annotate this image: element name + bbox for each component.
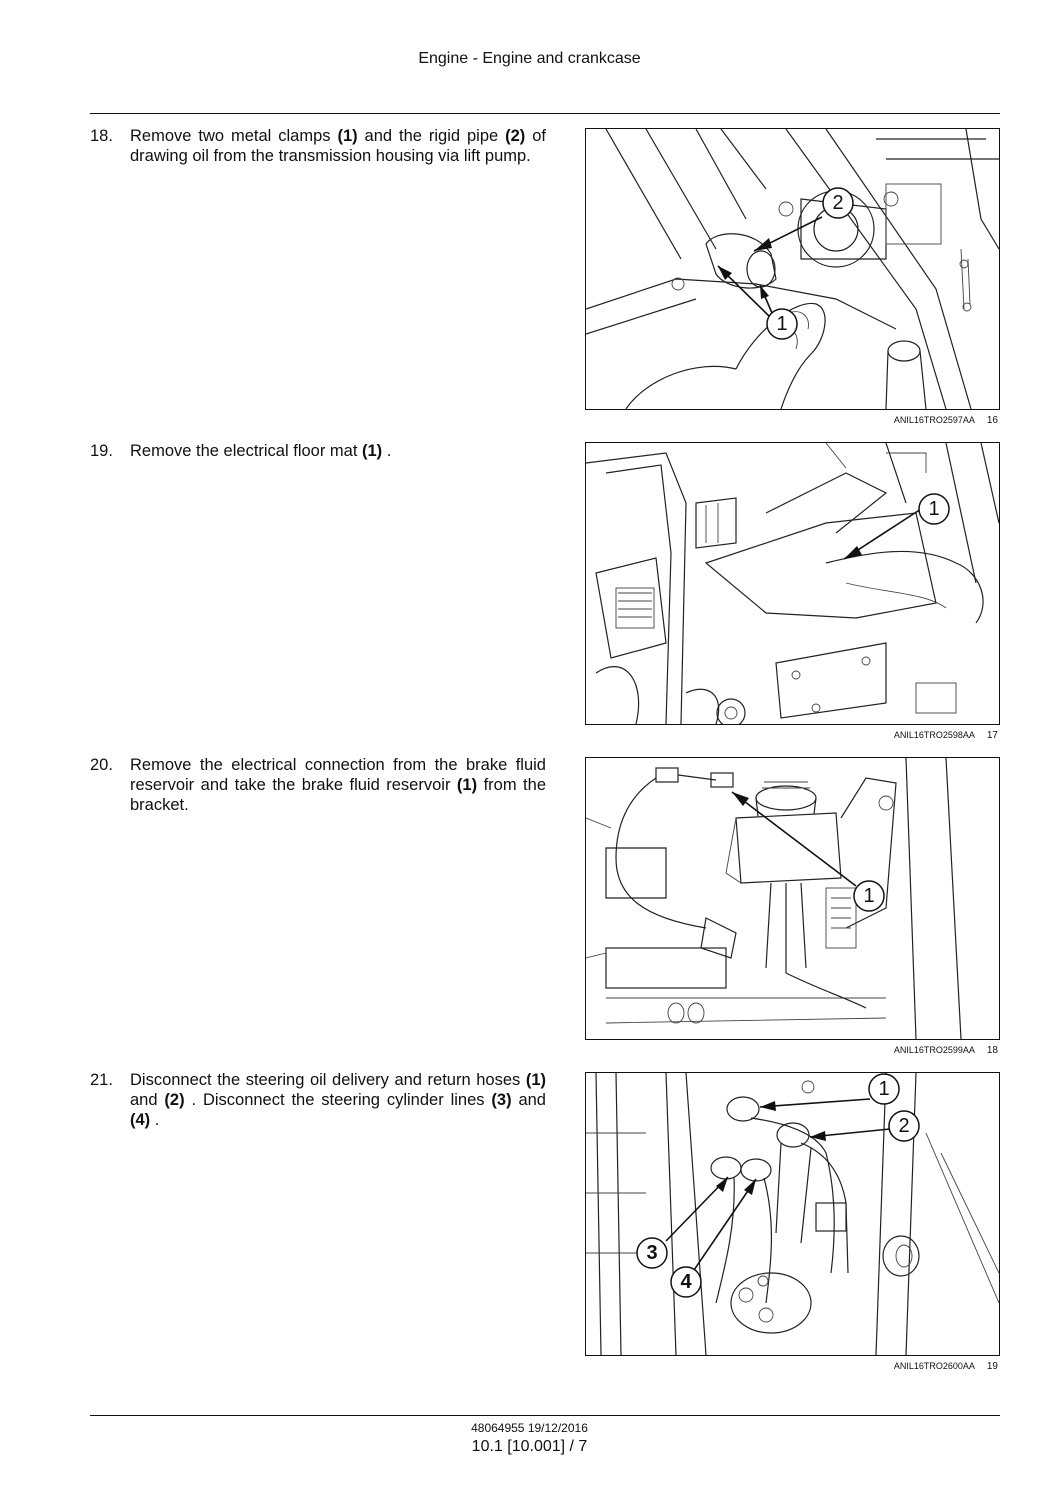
figure-code: ANIL16TRO2599AA — [893, 1045, 975, 1055]
figure-19-callout-4: 4 — [670, 1266, 702, 1298]
figure-code: ANIL16TRO2598AA — [893, 730, 975, 740]
figure-code: ANIL16TRO2597AA — [893, 415, 975, 425]
svg-text:1: 1 — [878, 1078, 889, 1100]
step-21: 21. Disconnect the steering oil delivery… — [90, 1070, 546, 1130]
step-18: 18. Remove two metal clamps (1) and the … — [90, 126, 546, 166]
page-header-title: Engine - Engine and crankcase — [418, 50, 641, 67]
figure-number: 18 — [986, 1045, 998, 1056]
header-rule — [90, 113, 1000, 114]
step-text: Disconnect the steering oil delivery and… — [130, 1071, 546, 1129]
svg-text:2: 2 — [898, 1115, 909, 1137]
figure-16-caption: ANIL16TRO2597AA 16 — [585, 415, 998, 426]
step-20: 20. Remove the electrical connection fro… — [90, 755, 546, 815]
figure-19-callout-2: 2 — [888, 1110, 920, 1142]
step-text: Remove the electrical connection from th… — [130, 756, 546, 814]
step-number: 19. — [90, 442, 113, 460]
step-text: Remove the electrical floor mat (1) . — [130, 442, 392, 460]
figure-18-callout-1: 1 — [853, 880, 885, 912]
figure-16-callout-2: 2 — [822, 187, 854, 219]
figure-19-callout-1: 1 — [868, 1073, 900, 1105]
step-text: Remove two metal clamps (1) and the rigi… — [130, 127, 546, 165]
figure-number: 17 — [986, 730, 998, 741]
step-number: 18. — [90, 127, 113, 145]
figure-code: ANIL16TRO2600AA — [893, 1361, 975, 1371]
step-19: 19. Remove the electrical floor mat (1) … — [90, 441, 546, 461]
figure-16-illustration: 2 1 — [585, 128, 1000, 410]
figure-number: 16 — [986, 415, 998, 426]
figure-17-caption: ANIL16TRO2598AA 17 — [585, 730, 998, 741]
figure-19-caption: ANIL16TRO2600AA 19 — [585, 1361, 998, 1372]
figure-19-callout-3: 3 — [636, 1237, 668, 1269]
svg-text:4: 4 — [680, 1271, 692, 1293]
figure-18-illustration: 1 — [585, 757, 1000, 1040]
svg-text:2: 2 — [832, 192, 843, 214]
figure-18-caption: ANIL16TRO2599AA 18 — [585, 1045, 998, 1056]
footer-page-ref: 10.1 [10.001] / 7 — [471, 1438, 588, 1455]
figure-16-callout-1: 1 — [766, 308, 798, 340]
step-number: 21. — [90, 1071, 113, 1089]
figure-number: 19 — [986, 1361, 998, 1372]
step-number: 20. — [90, 756, 113, 774]
svg-text:1: 1 — [928, 498, 939, 520]
figure-17-illustration: 1 — [585, 442, 1000, 725]
footer-doc-ref: 48064955 19/12/2016 — [471, 1421, 588, 1435]
svg-text:1: 1 — [863, 885, 874, 907]
figure-19-illustration: 1 2 3 4 — [585, 1072, 1000, 1356]
footer-rule — [90, 1415, 1000, 1416]
figure-17-callout-1: 1 — [918, 493, 950, 525]
svg-text:3: 3 — [646, 1242, 657, 1264]
svg-text:1: 1 — [776, 313, 787, 335]
